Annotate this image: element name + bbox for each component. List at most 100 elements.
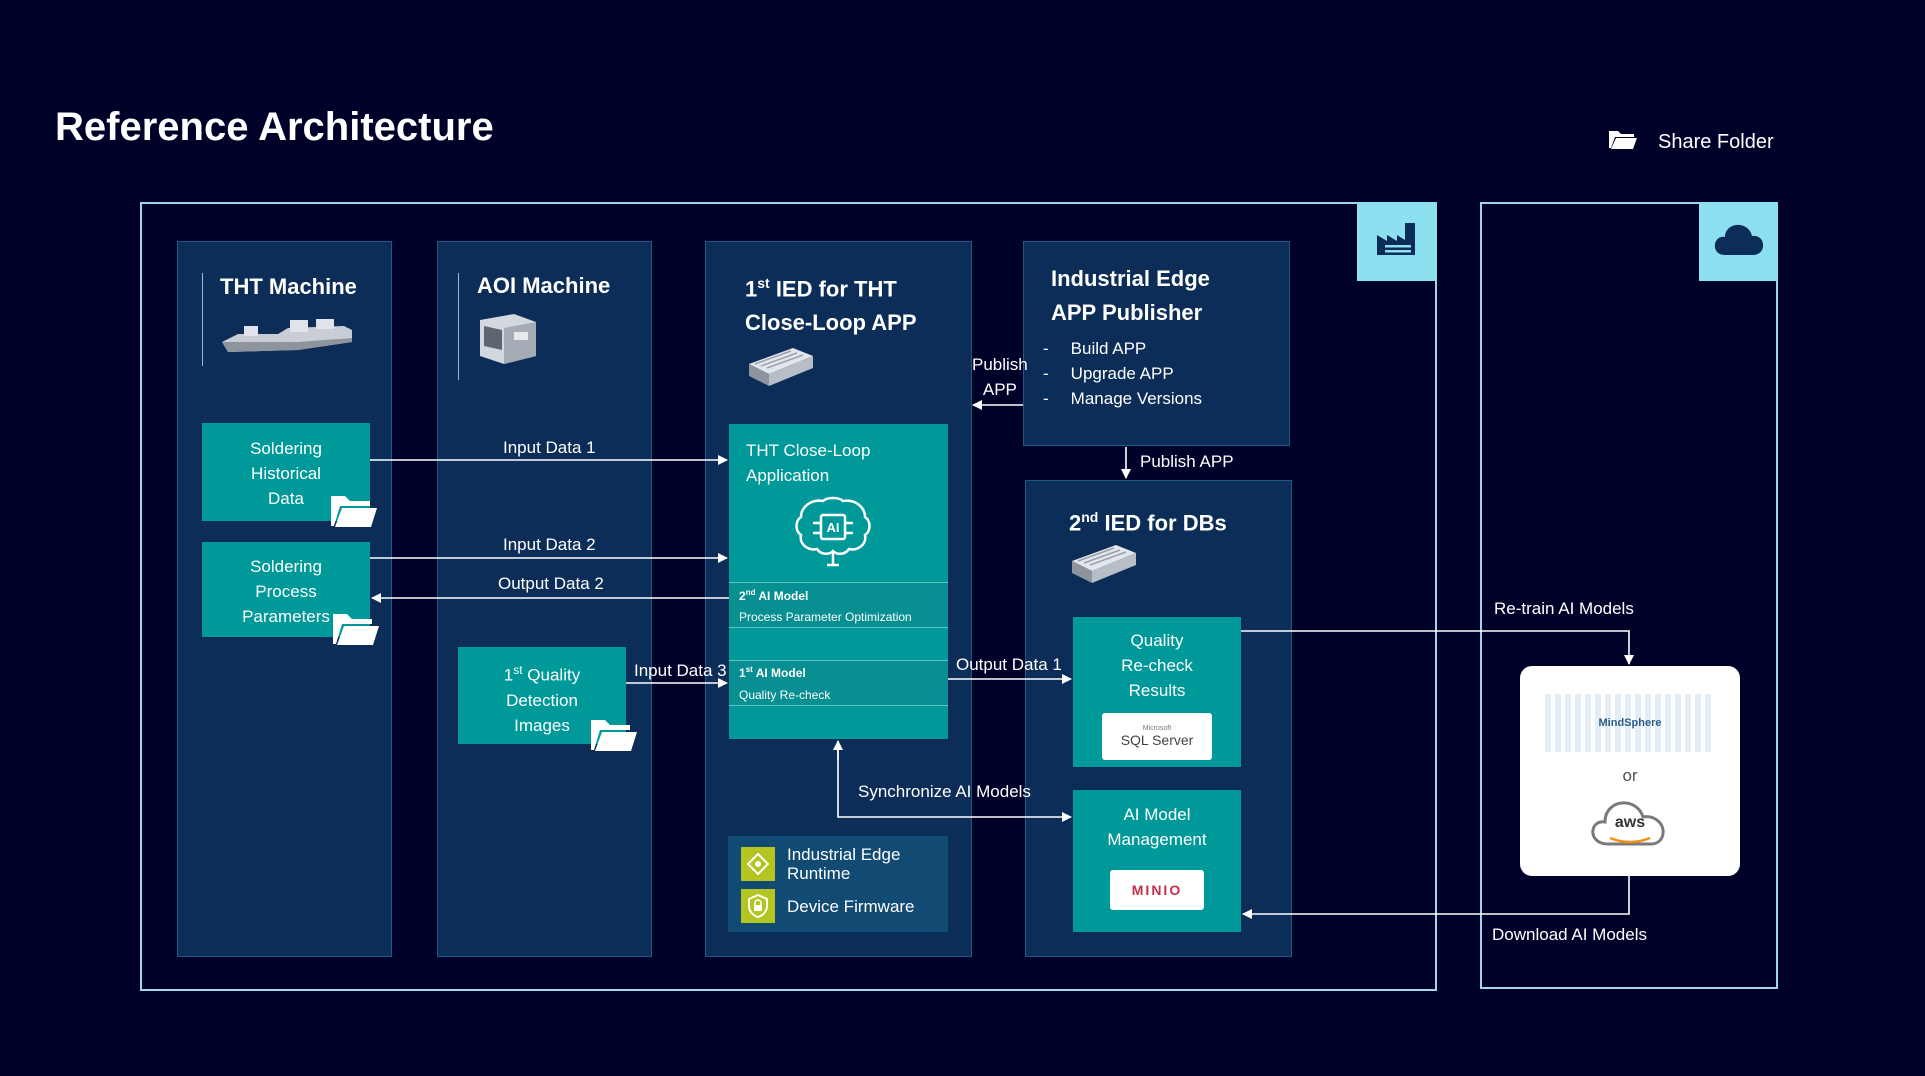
aoi-divider (458, 273, 459, 380)
mindsphere-logo: MindSphere (1545, 694, 1715, 752)
or-label: or (1622, 766, 1638, 785)
ordinal-suffix: nd (745, 588, 756, 597)
lock-icon (741, 889, 775, 923)
ied2-title: 2nd IED for DBs (1069, 500, 1227, 540)
ordinal-suffix: st (745, 665, 753, 674)
title-rest: IED for THT (769, 276, 897, 302)
sql-logo-text: SQL Server (1120, 732, 1194, 748)
firmware-label: Device Firmware (787, 896, 915, 916)
minio-logo: MINIO (1110, 870, 1204, 910)
publish-left-line2: APP (982, 380, 1017, 399)
page-title: Reference Architecture (55, 105, 494, 149)
cloud-frame (1480, 202, 1778, 989)
legend-label: Share Folder (1658, 130, 1774, 153)
ied-device-icon (1068, 539, 1138, 590)
tht-divider (202, 273, 203, 366)
folder-icon (590, 716, 638, 757)
list-item: -Manage Versions (1043, 386, 1202, 411)
ai-badge: AI (827, 520, 840, 535)
cloud-platform-card: MindSphere or aws (1520, 666, 1740, 876)
folder-icon (1608, 128, 1638, 156)
box-line: AI Model (1123, 805, 1191, 824)
input-data-2-label: Input Data 2 (503, 535, 596, 554)
ordinal-number: 1 (503, 665, 514, 685)
folder-icon (332, 610, 380, 651)
folder-icon (330, 492, 378, 533)
cloud-icon-box (1699, 202, 1778, 281)
factory-icon-box (1357, 202, 1436, 281)
ai-model-2-panel (729, 582, 948, 628)
ai-brain-icon: AI (793, 493, 873, 574)
ai-model-2-description: Process Parameter Optimization (739, 610, 912, 624)
sql-logo-small: Microsoft (1142, 725, 1172, 732)
ordinal-suffix: st (513, 663, 523, 677)
ordinal-number: 2 (739, 589, 746, 603)
cloud-icon (1713, 222, 1765, 261)
box-line: Detection (506, 690, 578, 710)
bullet: - (1043, 339, 1049, 358)
ai-model-1-panel (729, 660, 948, 706)
ai-model-1-label: 1st AI Model (739, 665, 806, 680)
ied1-title: 1st IED for THT Close-Loop APP (745, 266, 917, 340)
publisher-title-line2: APP Publisher (1051, 300, 1203, 325)
box-line-rest: Quality (522, 665, 581, 685)
runtime-label-line1: Industrial Edge (787, 845, 901, 864)
aoi-machine-icon (474, 310, 544, 373)
publisher-column (1023, 241, 1290, 446)
on-premise-frame (140, 202, 1437, 991)
aoi-machine-title: AOI Machine (477, 273, 611, 298)
box-line: Quality (1130, 631, 1184, 650)
aoi-machine-column (437, 241, 652, 957)
synchronize-ai-models-label: Synchronize AI Models (858, 782, 1031, 801)
box-line: 1st Quality (458, 658, 626, 688)
sql-server-logo: Microsoft SQL Server (1102, 713, 1212, 760)
app-title-line2: Application (746, 466, 830, 485)
box-line: Results (1128, 681, 1186, 700)
publish-app-left-label: Publish APP (972, 352, 1028, 402)
runtime-label-line2: Runtime (787, 864, 851, 883)
box-line: Data (268, 489, 304, 508)
output-data-1-label: Output Data 1 (956, 655, 1062, 674)
ied-device-icon (745, 342, 815, 393)
publisher-title-line1: Industrial Edge (1051, 266, 1210, 291)
ai-model-management-box: AI Model Management MINIO (1073, 790, 1241, 932)
publisher-title: Industrial Edge APP Publisher (1051, 262, 1210, 330)
ied1-title-line2: Close-Loop APP (745, 310, 917, 336)
mindsphere-label: MindSphere (1598, 717, 1662, 729)
ied1-title-line1: 1st IED for THT (745, 266, 917, 306)
aws-label: aws (1614, 814, 1646, 831)
ai-model-1-description: Quality Re-check (739, 688, 831, 702)
ordinal-number: 1 (739, 666, 746, 680)
output-data-2-label: Output Data 2 (498, 574, 604, 593)
list-item: - Build APP (1043, 336, 1202, 361)
publish-app-down-label: Publish APP (1140, 452, 1234, 471)
box-line: Re-check (1121, 656, 1193, 675)
tht-machine-title: THT Machine (220, 274, 357, 299)
model-label: AI Model (755, 589, 809, 603)
publisher-list: - Build APP -Upgrade APP -Manage Versions (1043, 336, 1202, 411)
ordinal-number: 2 (1069, 510, 1082, 536)
edge-runtime-icon (741, 847, 775, 881)
ai-model-2-label: 2nd AI Model (739, 588, 808, 603)
box-line: Historical (251, 464, 321, 483)
list-item-label: Build APP (1070, 339, 1147, 358)
aws-logo: aws (1588, 794, 1672, 850)
box-line: Images (514, 715, 570, 735)
list-item: -Upgrade APP (1043, 361, 1202, 386)
model-label: AI Model (752, 666, 806, 680)
publish-left-line1: Publish (972, 355, 1028, 374)
box-line: Parameters (242, 607, 330, 626)
retrain-ai-models-label: Re-train AI Models (1494, 599, 1634, 618)
ordinal-number: 1 (745, 276, 758, 302)
input-data-3-label: Input Data 3 (634, 661, 727, 680)
minio-logo-text: MINIO (1131, 882, 1183, 898)
legend: Share Folder (1608, 128, 1774, 156)
factory-icon (1375, 221, 1419, 262)
box-line: Process (255, 582, 317, 601)
bullet: - (1043, 389, 1049, 408)
app-title: THT Close-Loop Application (746, 438, 870, 488)
ordinal-suffix: nd (1081, 509, 1099, 525)
bullet: - (1043, 364, 1049, 383)
